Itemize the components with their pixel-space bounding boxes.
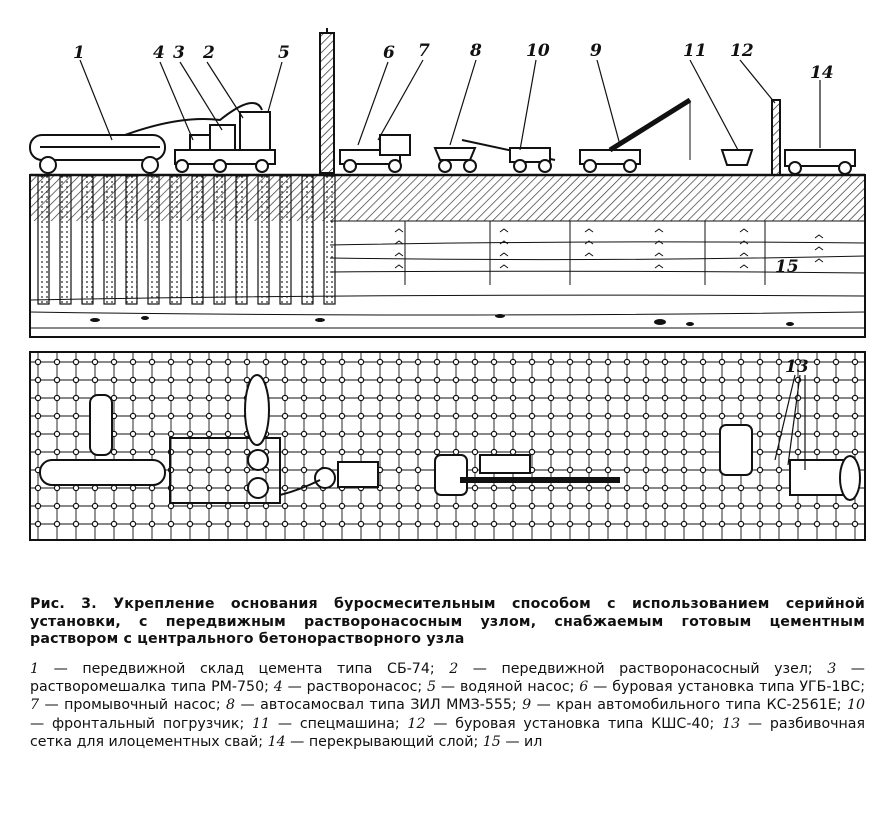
legend-text: — растворомешалка типа РМ-750;: [30, 661, 865, 696]
pile-column: [301, 175, 314, 305]
legend-number: 7: [30, 697, 40, 714]
legend-number: 12: [407, 715, 426, 732]
pile-column: [125, 175, 138, 305]
pile-column: [323, 175, 336, 305]
plan-view: [29, 351, 866, 541]
pile-column: [279, 175, 292, 305]
legend-number: 10: [846, 697, 865, 714]
legend-number: 5: [427, 679, 437, 696]
legend-number: 6: [579, 679, 589, 696]
drilling-rig-ugb: [319, 28, 411, 174]
callout-11: 11: [683, 41, 707, 61]
callout-1: 1: [73, 43, 85, 63]
pile-column: [191, 175, 204, 305]
special-machine: [720, 149, 754, 166]
callout-3: 3: [173, 43, 185, 63]
plan-pump: [89, 394, 113, 456]
callout-4: 4: [153, 43, 165, 63]
plan-mixer: [244, 374, 270, 446]
legend-text: — фронтальный погрузчик;: [30, 715, 253, 732]
callout-12: 12: [730, 41, 754, 61]
legend-number: 14: [267, 733, 286, 750]
legend-text: — ил: [500, 733, 543, 750]
legend-text: — растворонасос;: [282, 679, 428, 696]
cement-storage-tank: [29, 134, 166, 174]
callout-6: 6: [383, 43, 395, 63]
legend-text: — буровая установка типа КШС-40;: [425, 715, 723, 732]
legend-number: 8: [226, 697, 236, 714]
silt-layer: [29, 220, 866, 329]
dump-truck: [433, 147, 477, 173]
figure-caption: Рис. 3. Укрепление основания буросмесите…: [30, 596, 865, 649]
legend-text: — кран автомобильного типа КС-2561Е;: [531, 697, 847, 714]
mortar-pump-unit: [124, 101, 276, 173]
plan-special-machine: [719, 424, 753, 476]
legend-text: — автосамосвал типа ЗИЛ ММЗ-555;: [235, 697, 523, 714]
callout-15: 15: [775, 257, 799, 277]
pile-column: [257, 175, 270, 305]
elevation-view: [29, 28, 866, 338]
pile-column: [147, 175, 160, 305]
legend-number: 3: [827, 661, 837, 677]
caption-text: Укрепление основания буросмесительным сп…: [30, 596, 865, 647]
callout-8: 8: [469, 41, 482, 61]
legend-text: — спецмашина;: [270, 715, 408, 732]
callout-9: 9: [590, 41, 602, 61]
legend-text: — водяной насос;: [436, 679, 580, 696]
drilling-rig-kshs: [771, 99, 856, 176]
pile-columns: [37, 175, 336, 305]
pile-column: [235, 175, 248, 305]
legend-number: 2: [449, 661, 459, 677]
legend-number: 13: [722, 715, 741, 732]
pile-column: [59, 175, 72, 305]
pile-column: [169, 175, 182, 305]
legend-number: 11: [252, 715, 271, 732]
callout-13: 13: [785, 357, 809, 377]
callout-14: 14: [810, 63, 834, 83]
caption-prefix: Рис. 3.: [30, 596, 97, 612]
legend-text: — передвижной растворонасосный узел;: [458, 661, 828, 677]
figure-legend: 1 — передвижной склад цемента типа СБ-74…: [30, 660, 865, 751]
callout-10: 10: [526, 41, 550, 61]
callout-2: 2: [202, 43, 215, 63]
pile-column: [81, 175, 94, 305]
front-loader: [461, 139, 556, 173]
plan-mortar-unit: [169, 437, 281, 504]
pile-column: [37, 175, 50, 305]
legend-number: 1: [30, 661, 40, 677]
legend-text: — промывочный насос;: [39, 697, 227, 714]
legend-text: — разбивочная сетка для илоцементных сва…: [30, 715, 866, 750]
legend-text: — передвижной склад цемента типа СБ-74;: [39, 661, 450, 677]
figure-illustration: 1 4 3 2 5 6 7 8 10 9 11 12 14 15 13: [29, 28, 866, 541]
truck-crane: [579, 97, 692, 173]
pile-column: [213, 175, 226, 305]
plan-dump-truck: [434, 454, 468, 496]
legend-number: 9: [522, 697, 532, 714]
legend-number: 4: [273, 679, 283, 696]
plan-cement-tank: [39, 459, 166, 486]
legend-text: — перекрывающий слой;: [285, 733, 483, 750]
callout-7: 7: [418, 41, 430, 61]
covering-layer: [30, 176, 865, 221]
legend-number: 15: [482, 733, 501, 750]
callout-5: 5: [278, 43, 290, 63]
legend-text: — буровая установка типа УГБ-1ВС;: [588, 679, 865, 696]
pile-column: [103, 175, 116, 305]
